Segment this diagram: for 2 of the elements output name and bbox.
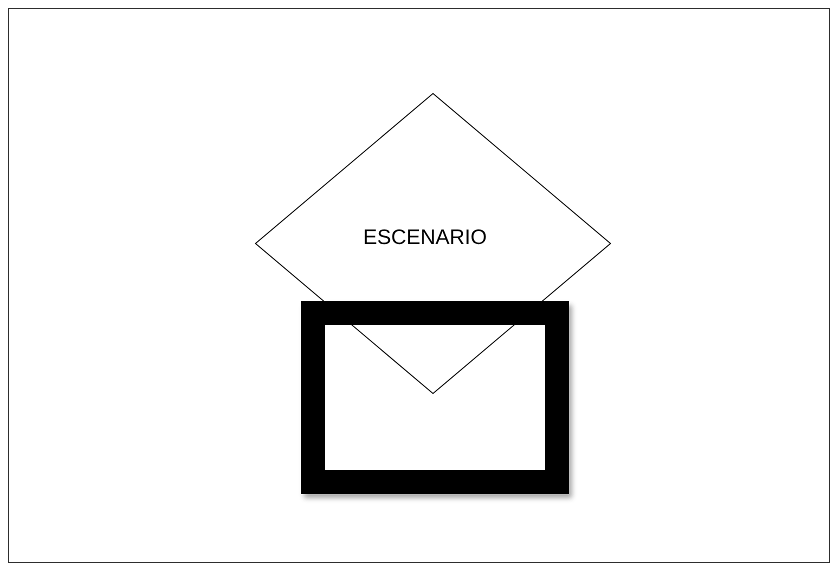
thick-rectangle xyxy=(301,301,569,494)
node-label: ESCENARIO xyxy=(363,226,487,250)
